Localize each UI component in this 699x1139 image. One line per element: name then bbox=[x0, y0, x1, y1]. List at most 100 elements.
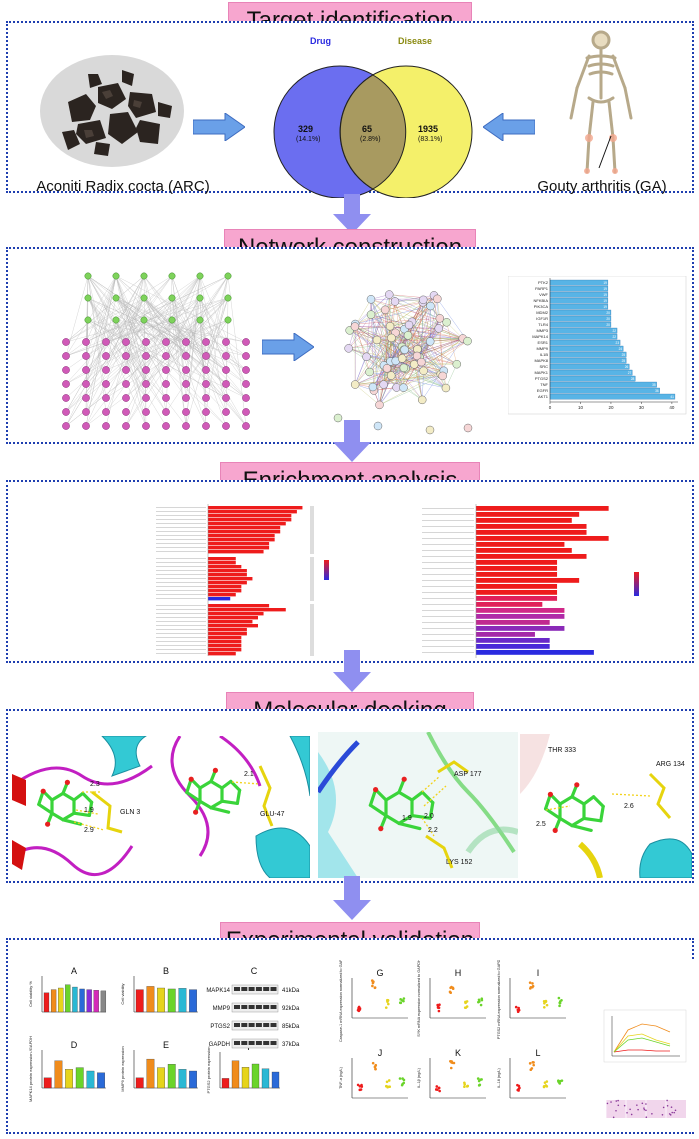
protein-node bbox=[463, 336, 472, 346]
data-point bbox=[543, 1001, 546, 1005]
go-bar bbox=[208, 569, 247, 573]
hub-gene-label: PTGS2 bbox=[535, 376, 549, 381]
go-bar bbox=[208, 581, 247, 585]
blot-band bbox=[248, 1005, 255, 1009]
hub-gene-label: MAPK14 bbox=[532, 334, 549, 339]
data-bar bbox=[93, 990, 99, 1013]
hub-value-label: 19 bbox=[603, 287, 607, 291]
go-bar bbox=[208, 530, 281, 534]
data-bar bbox=[157, 987, 165, 1013]
data-bar bbox=[189, 1070, 197, 1089]
target-node bbox=[222, 422, 230, 430]
target-node bbox=[182, 408, 190, 416]
panel-letter: C bbox=[251, 966, 258, 976]
go-bar bbox=[208, 546, 270, 550]
data-point bbox=[371, 1061, 375, 1065]
oxygen-atom bbox=[193, 809, 199, 815]
compound-node bbox=[196, 272, 204, 280]
target-node bbox=[122, 394, 130, 402]
kegg-bar bbox=[476, 506, 609, 511]
hub-value-label: 28 bbox=[631, 377, 635, 381]
data-point bbox=[400, 1083, 404, 1087]
hub-bar bbox=[549, 321, 612, 328]
oxygen-atom bbox=[552, 827, 558, 833]
hub-gene-label: SRC bbox=[540, 364, 549, 369]
hub-gene-label: AKT1 bbox=[538, 394, 549, 399]
kegg-bar bbox=[476, 650, 594, 655]
kegg-bar bbox=[476, 590, 558, 595]
kegg-bar bbox=[476, 524, 587, 529]
blot-band bbox=[263, 1005, 270, 1009]
data-bar bbox=[43, 992, 50, 1013]
target-node bbox=[202, 352, 210, 360]
data-bar bbox=[189, 989, 197, 1013]
docking-label: 2.2 bbox=[428, 827, 438, 834]
blot-band bbox=[241, 1005, 248, 1009]
blot-band bbox=[255, 987, 262, 991]
docking-label: LYS 152 bbox=[446, 859, 472, 866]
hub-bar bbox=[549, 297, 609, 304]
kegg-bar bbox=[476, 566, 558, 571]
panel-ylabel: MMP9 protein expression bbox=[120, 1046, 125, 1091]
go-bar bbox=[208, 644, 242, 648]
data-point bbox=[436, 1005, 440, 1009]
target-node bbox=[82, 338, 90, 346]
blot-band bbox=[234, 1005, 240, 1009]
target-node bbox=[182, 422, 190, 430]
hub-bar bbox=[549, 375, 636, 382]
data-point bbox=[480, 1078, 483, 1081]
compound-node bbox=[140, 294, 148, 302]
arc-root-photo bbox=[40, 55, 184, 167]
data-bar bbox=[167, 988, 176, 1013]
blot-band bbox=[263, 1041, 270, 1045]
western-label: PTGS2 bbox=[210, 1024, 230, 1030]
data-point bbox=[437, 1009, 441, 1013]
oxygen-atom bbox=[373, 787, 379, 793]
kegg-color-legend bbox=[634, 572, 639, 596]
data-bar bbox=[86, 989, 92, 1013]
hub-gene-label: IGF1R bbox=[536, 316, 548, 321]
data-point bbox=[449, 1066, 453, 1070]
data-point bbox=[398, 1077, 402, 1080]
venn-mid-count: 65 bbox=[362, 124, 372, 134]
blot-band bbox=[241, 1023, 248, 1027]
blot-band bbox=[255, 1005, 262, 1009]
data-point bbox=[542, 1005, 546, 1009]
data-point bbox=[384, 1084, 388, 1088]
data-bar bbox=[146, 1058, 155, 1089]
protein-node bbox=[441, 383, 451, 393]
protein-node bbox=[399, 363, 409, 373]
time-series-line bbox=[613, 1033, 671, 1053]
hub-axis-tick: 20 bbox=[608, 405, 614, 410]
target-node bbox=[242, 380, 250, 388]
go-bar bbox=[208, 585, 242, 589]
time-series-line bbox=[613, 1037, 671, 1053]
go-bar bbox=[208, 561, 236, 565]
target-node bbox=[202, 366, 210, 374]
blot-band bbox=[255, 1023, 262, 1027]
oxygen-atom bbox=[64, 779, 70, 785]
data-point bbox=[529, 1068, 533, 1071]
target-node bbox=[82, 394, 90, 402]
data-bar bbox=[97, 1072, 105, 1089]
hub-value-label: 22 bbox=[613, 329, 617, 333]
target-node bbox=[102, 394, 110, 402]
ga-caption: Gouty arthritis (GA) bbox=[537, 178, 667, 195]
oxygen-atom bbox=[212, 767, 218, 773]
hub-bar bbox=[549, 333, 618, 340]
protein-node bbox=[417, 357, 426, 367]
protein-node bbox=[452, 359, 462, 369]
hub-value-label: 41 bbox=[670, 395, 674, 399]
blot-band bbox=[234, 1023, 240, 1027]
panel-ylabel: IL-1β (ng/L) bbox=[417, 1067, 421, 1087]
panel-letter: K bbox=[455, 1048, 461, 1058]
protein-node bbox=[425, 337, 435, 346]
protein-node bbox=[385, 322, 395, 331]
target-node bbox=[222, 394, 230, 402]
hub-bar bbox=[549, 369, 633, 376]
target-node bbox=[82, 422, 90, 430]
data-point bbox=[480, 997, 484, 1001]
kegg-bar bbox=[476, 620, 550, 625]
hub-gene-label: PIK3CA bbox=[534, 304, 549, 309]
